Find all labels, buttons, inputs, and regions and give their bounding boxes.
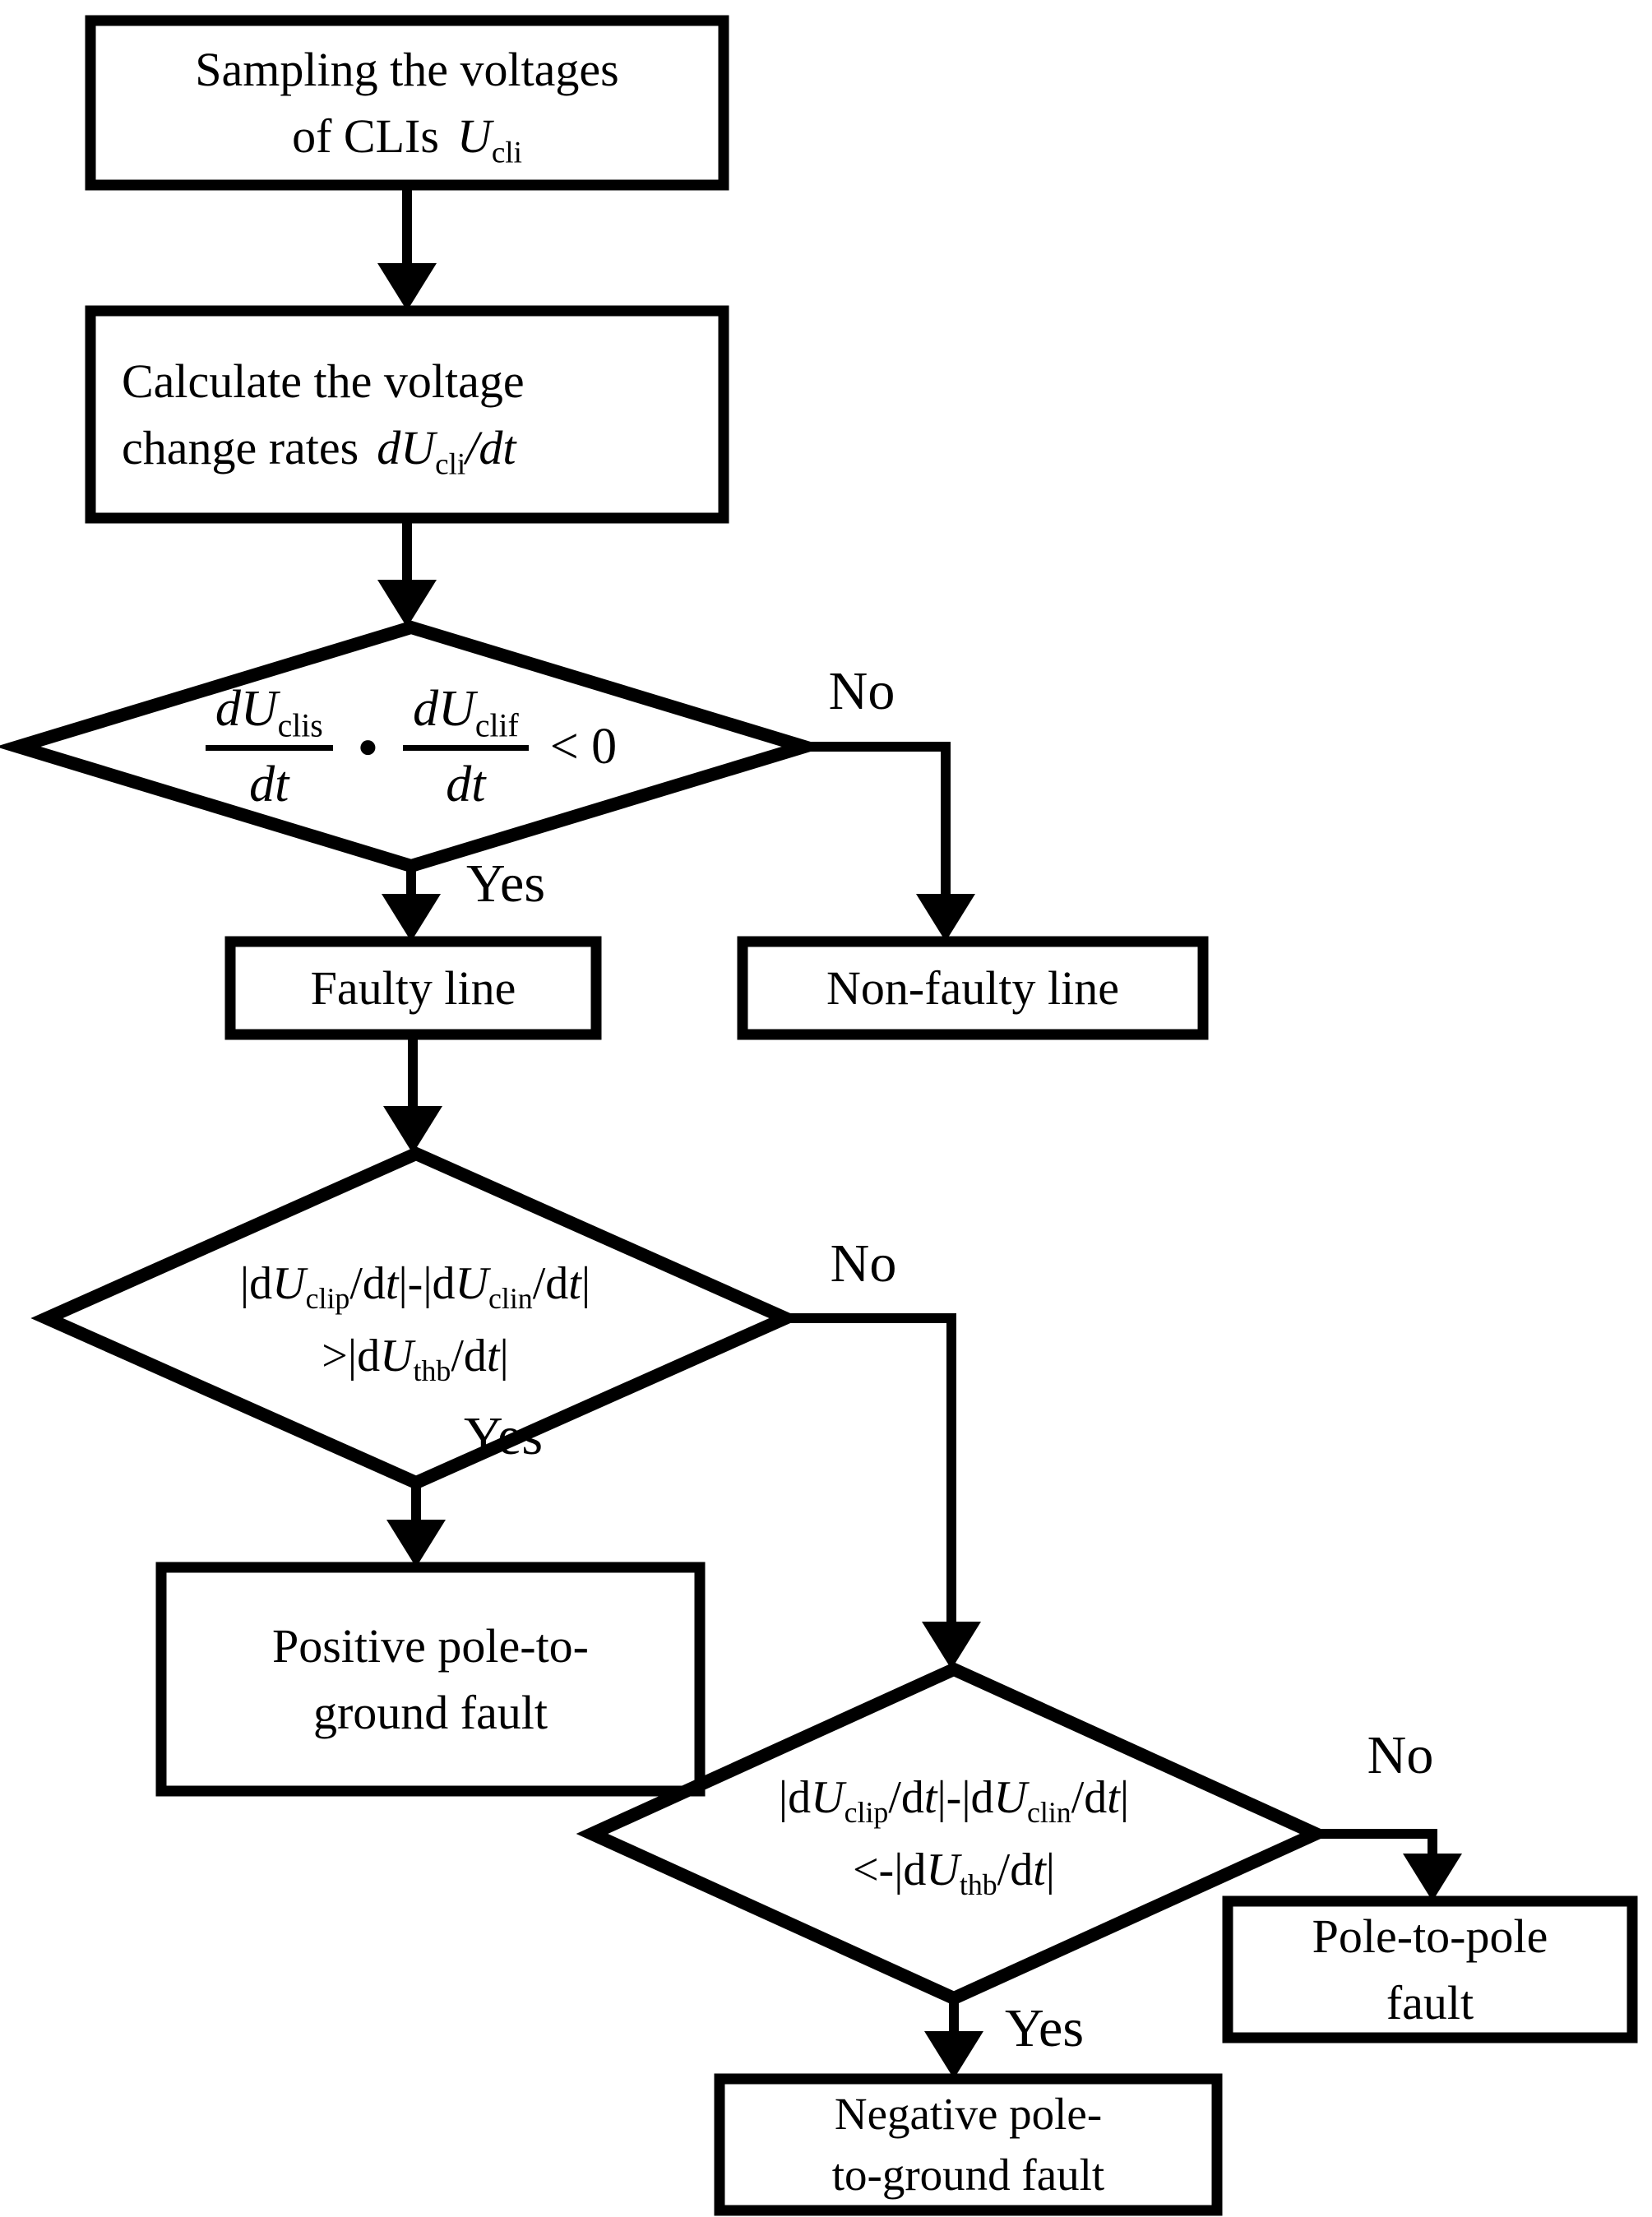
arrowhead-to-negative <box>924 2031 983 2079</box>
arrowhead-to-calculate <box>377 263 437 311</box>
box-pole2pole-line2: fault <box>1386 1976 1474 2030</box>
box-negative-line2: to-ground fault <box>831 2150 1105 2200</box>
box-negative-line1: Negative pole- <box>834 2088 1103 2139</box>
diamond2-formula-line2: >|dUthb/dt| <box>322 1331 509 1388</box>
box-pole2pole-line1: Pole-to-pole <box>1312 1909 1548 1963</box>
multiply-dot: ● <box>357 728 379 766</box>
diamond2-yes-label: Yes <box>463 1406 544 1466</box>
diamond-faulty-check-formula: dUclis dt ● dUclif dt < 0 <box>49 641 773 852</box>
arrowhead-to-diamond3 <box>922 1622 981 1669</box>
arrowhead-to-faulty <box>382 894 441 942</box>
arrowhead-to-diamond2 <box>383 1106 442 1154</box>
diamond1-no-label: No <box>828 661 895 721</box>
diamond3-formula-line2: <-|dUthb/dt| <box>852 1844 1056 1902</box>
arrowhead-to-positive <box>386 1520 446 1567</box>
box-negative-fault-outline <box>714 2073 1223 2216</box>
connector-diamond2-no <box>785 1313 956 1623</box>
diamond3-no-label: No <box>1367 1725 1434 1785</box>
arrowhead-to-pole-to-pole <box>1403 1854 1462 1901</box>
fraction-duclis-dt: dUclis dt <box>205 680 333 814</box>
box-nonfaulty-line: Non-faulty line <box>826 961 1119 1015</box>
box-positive-line2: ground fault <box>312 1686 548 1739</box>
box-positive-line1: Positive pole-to- <box>271 1618 589 1673</box>
diamond-negative-check-formula: |dUclip/dt|-|dUclin/dt| <-|dUthb/dt| <box>625 1715 1283 1953</box>
diamond2-no-label: No <box>830 1233 897 1294</box>
box-pole-to-pole-fault-outline <box>1222 1895 1638 2043</box>
box-negative-fault: Negative pole- to-ground fault <box>720 2079 1217 2210</box>
diamond3-yes-label: Yes <box>1004 1998 1085 2058</box>
connector-diamond3-no <box>1316 1829 1437 1855</box>
box-positive-fault-outline <box>155 1562 706 1797</box>
diamond-positive-check-formula: |dUclip/dt|-|dUclin/dt| >|dUthb/dt| <box>95 1196 736 1443</box>
box-pole-to-pole-fault: Pole-to-pole fault <box>1228 1901 1632 2038</box>
box-faulty-line: Faulty line <box>310 961 516 1015</box>
diamond1-yes-label: Yes <box>465 854 546 914</box>
connector-diamond1-no <box>804 742 951 896</box>
box-calculate-line1: Calculate the voltage <box>122 354 525 408</box>
diamond3-formula-line1: |dUclip/dt|-|dUclin/dt| <box>778 1772 1130 1830</box>
box-positive-fault: Positive pole-to- ground fault <box>161 1567 700 1791</box>
comparison-lt-zero: < 0 <box>549 718 618 775</box>
fraction-duclif-dt: dUclif dt <box>403 680 529 814</box>
arrowhead-to-nonfaulty <box>916 894 975 942</box>
diamond2-formula-line1: |dUclip/dt|-|dUclin/dt| <box>239 1258 591 1316</box>
arrowhead-to-diamond1 <box>377 580 437 627</box>
box-sampling-line1: Sampling the voltages <box>195 42 619 96</box>
box-nonfaulty-line-outline <box>737 936 1209 1040</box>
